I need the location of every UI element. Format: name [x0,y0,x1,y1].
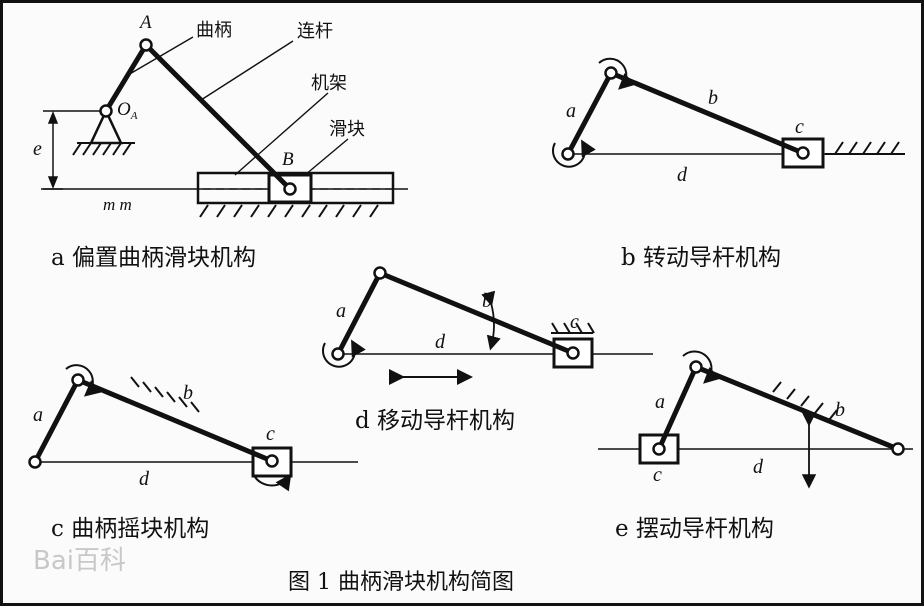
diagram-e-swing-guide-bar: a b c d e 摆动导杆机构 [598,350,913,542]
diagram-a-joint-B [283,182,297,196]
diagram-a-slider-label: 滑块 [329,119,365,140]
diagram-a-slider [267,173,313,204]
diagram-d-label-b: b [482,290,492,312]
diagram-d-label-c: c [570,311,579,333]
diagram-b-label-a: a [566,100,576,122]
diagram-d-label-a: a [336,300,346,322]
diagram-a-point-A-label: A [138,12,152,33]
diagram-c-rotation-arrow-top [65,364,102,397]
diagram-d-joint-c [566,346,580,360]
diagram-d-ground-hatch [551,322,595,334]
diagram-c-label-d: d [139,468,150,490]
diagram-a-pivot-ground [72,142,135,156]
diagram-d-rotation-arrow [322,339,366,368]
diagram-b-slider [781,137,825,169]
figure-caption: 图 1 曲柄滑块机构简图 [288,570,514,595]
diagram-c-link-b [77,377,273,464]
diagram-a-guide-hatch [198,202,393,218]
diagram-b-link-b [610,70,804,156]
diagram-a-coupler [144,43,292,191]
diagram-d-joint-ab [373,266,387,280]
diagram-c-label-b: b [183,382,193,404]
diagram-e-label-c: c [653,464,662,486]
diagram-d-joint-frame [331,347,345,361]
diagram-c-label-a: a [33,404,43,426]
diagram-c-hatch-b [130,376,200,413]
diagram-a-joint-A [139,38,153,52]
diagram-a-crank-label: 曲柄 [196,20,232,41]
diagram-a-crank [103,43,149,113]
diagram-c-joint-frame [28,455,42,469]
diagram-e-hatch-b [772,381,838,421]
diagram-e-rotation-arrow [682,350,721,384]
diagram-e-link-b [695,364,899,452]
diagram-e-caption: e 摆动导杆机构 [615,516,774,542]
diagram-a-pivot-support [89,108,123,145]
diagram-c-link-a [32,378,81,464]
diagram-d-label-d: d [435,331,446,353]
diagram-b-joint-c [796,146,810,160]
diagram-a-offset-label: e [33,138,42,160]
diagram-e-joint-frame [891,442,905,456]
diagram-b-ground-hatch [825,141,905,155]
diagram-e-joint-ab [689,360,703,374]
diagram-d-link-a [335,271,383,356]
diagram-e-label-d: d [753,456,764,478]
diagram-d-caption: d 移动导杆机构 [355,408,515,434]
diagram-b-label-c: c [795,116,804,138]
diagram-e-link-a [656,365,699,451]
diagram-b-caption: b 转动导杆机构 [621,245,781,271]
diagram-b-rotation-arrow-bottom [552,139,596,168]
diagram-a-point-O-label: OA [117,99,138,122]
diagram-b-link-a [565,71,614,156]
diagram-a-leader-lines [127,36,349,176]
watermark: Bai百科 [33,546,126,576]
diagram-a-ground-line-label: m m [103,195,132,214]
diagram-a-offset-slider-crank: e m m A OA B [33,12,408,271]
diagram-c-joint-c [265,454,279,468]
diagram-e-joint-c [652,442,666,456]
diagram-c-label-c: c [266,423,275,445]
diagram-a-caption: a 偏置曲柄滑块机构 [51,245,256,271]
diagram-d-moving-guide-bar: a b c d d 移动导杆机构 [322,266,653,434]
diagram-c-rotation-arrow-bottom [254,473,292,492]
diagram-e-label-b: b [835,399,845,421]
diagram-a-joint-O [99,104,113,118]
diagram-c-caption: c 曲柄摇块机构 [51,516,209,542]
diagram-b-label-b: b [708,87,718,109]
diagram-d-link-b [379,270,574,356]
diagram-c-joint-ab [71,373,85,387]
diagram-b-rotating-guide-bar: a b c d b 转动导杆机构 [552,57,905,271]
mechanism-diagram-canvas: e m m A OA B [28,12,913,595]
diagram-b-joint-ab [604,66,618,80]
diagram-a-frame-label: 机架 [311,73,347,94]
diagram-a-point-B-label: B [282,149,294,170]
diagram-a-coupler-label: 连杆 [297,21,333,42]
diagram-a-offset-dimension [43,110,103,190]
diagram-c-crank-rocker-block: a b c d c 曲柄摇块机构 [28,364,358,542]
diagram-d-swing-arrow [481,290,501,351]
diagram-b-joint-frame [561,147,575,161]
diagram-e-label-a: a [655,391,665,413]
diagram-b-rotation-arrow-top [598,57,636,90]
diagram-b-label-d: d [677,164,688,186]
